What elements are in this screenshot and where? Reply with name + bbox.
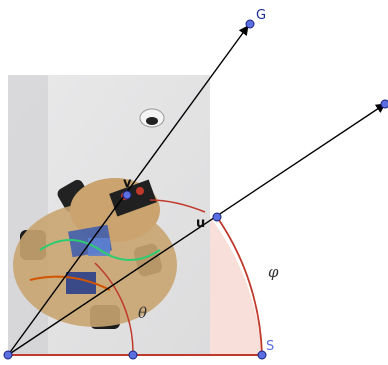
vector-u: [7, 103, 386, 356]
phi-sector: [210, 217, 262, 355]
point-x[interactable]: [128, 350, 138, 360]
point-u-end[interactable]: [380, 99, 388, 109]
vector-g: [7, 25, 249, 356]
points: [3, 19, 388, 360]
point-u[interactable]: [212, 212, 222, 222]
point-s[interactable]: [257, 350, 267, 360]
phi-arc: [216, 216, 263, 356]
label-v: v: [123, 176, 132, 191]
point-g[interactable]: [245, 19, 255, 29]
label-u: u: [196, 216, 205, 231]
theta-arc: [94, 262, 134, 356]
label-s: S: [266, 339, 274, 354]
label-theta: θ: [138, 304, 147, 322]
label-g: G: [256, 8, 266, 23]
point-v[interactable]: [122, 190, 132, 200]
label-phi: φ: [268, 263, 279, 281]
point-origin[interactable]: [3, 350, 13, 360]
